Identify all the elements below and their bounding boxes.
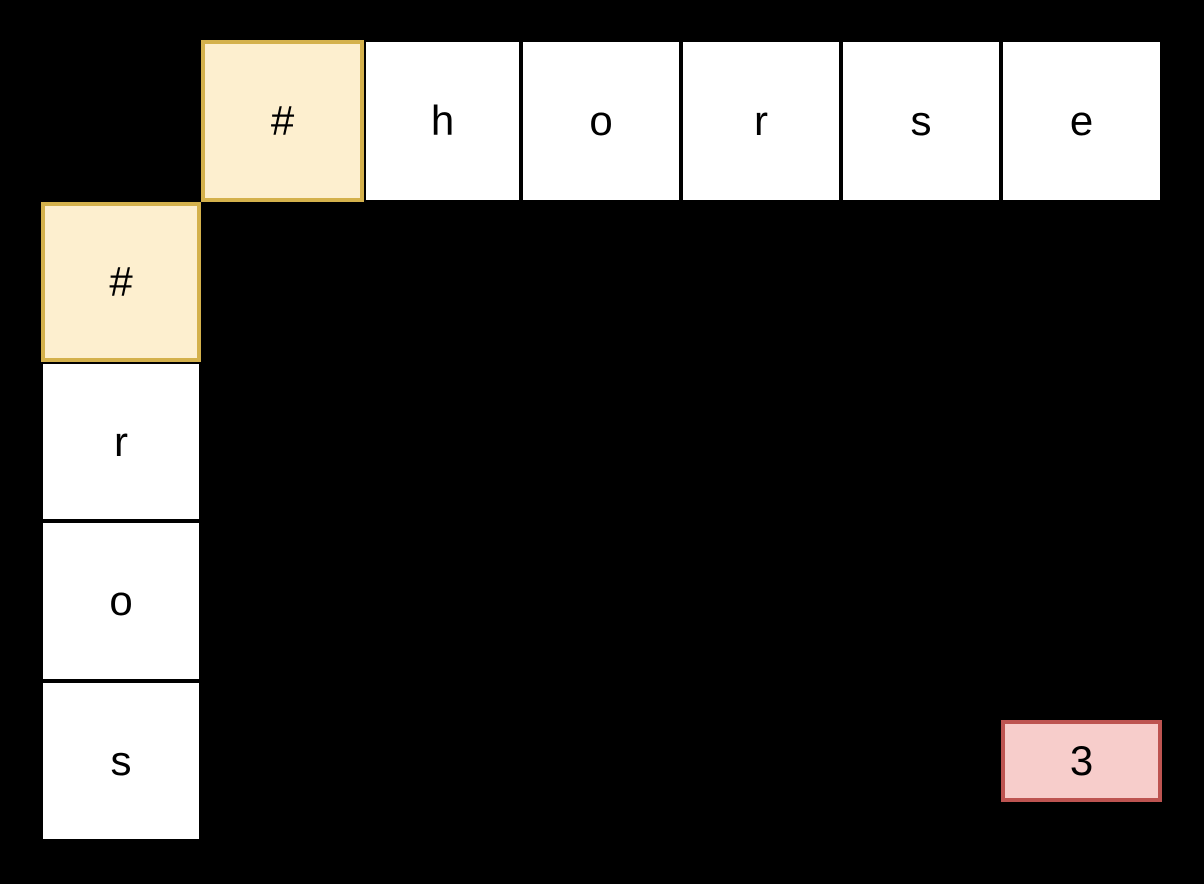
row-header-cell-2[interactable]: o	[41, 521, 201, 681]
row-header-cell-1[interactable]: r	[41, 362, 201, 521]
column-header-cell-3[interactable]: r	[681, 40, 841, 202]
row-header-cell-3[interactable]: s	[41, 681, 201, 841]
column-header-cell-5[interactable]: e	[1001, 40, 1162, 202]
matrix-result-cell[interactable]: 3	[1001, 720, 1162, 802]
column-header-cell-1[interactable]: h	[364, 40, 521, 202]
column-header-cell-2[interactable]: o	[521, 40, 681, 202]
column-header-cell-4[interactable]: s	[841, 40, 1001, 202]
column-header-cell-0[interactable]: #	[201, 40, 364, 202]
row-header-cell-0[interactable]: #	[41, 202, 201, 362]
